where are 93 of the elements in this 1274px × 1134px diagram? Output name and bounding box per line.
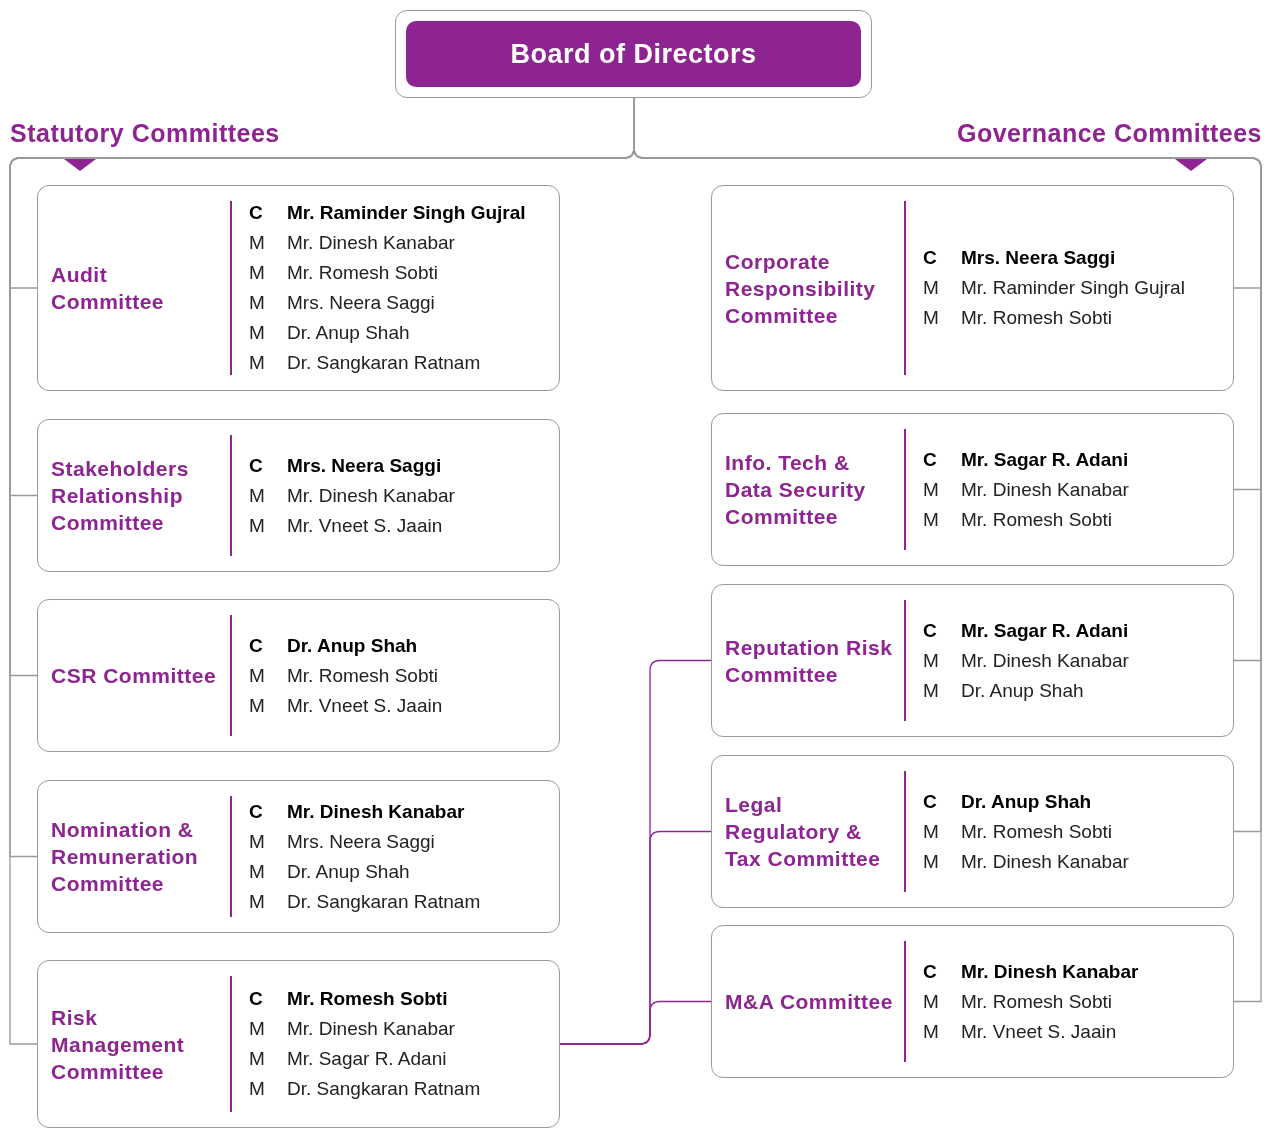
role-letter: C [249,800,264,823]
member-name: Dr. Sangkaran Ratnam [287,1078,481,1100]
committee-card [37,419,560,572]
role-letter: C [923,448,938,471]
role-letter: M [249,1048,266,1070]
member-name: Dr. Anup Shah [287,322,410,344]
committee-card [37,960,560,1128]
member-name: Mr. Sagar R. Adani [961,619,1129,642]
member-name: Mrs. Neera Saggi [287,830,435,853]
member-name: Mr. Romesh Sobti [961,307,1112,329]
role-letter: M [923,820,940,843]
member-name: Dr. Anup Shah [287,860,410,883]
role-letter: C [923,960,938,983]
role-letter: M [249,322,266,344]
member-name: Mr. Vneet S. Jaain [961,1020,1117,1043]
committee-name: M&A Committee [725,989,894,1015]
member-name: Mr. Romesh Sobti [287,988,448,1010]
role-letter: C [249,454,264,477]
role-letter: M [249,292,266,314]
committee-name: Nomination & Remuneration Committee [51,817,200,897]
role-letter: M [923,649,940,672]
member-name: Mr. Romesh Sobti [961,508,1112,531]
role-letter: M [923,679,940,702]
role-letter: M [249,664,266,687]
member-name: Mr. Dinesh Kanabar [287,232,455,254]
role-letter: M [923,850,940,873]
member-name: Dr. Anup Shah [287,634,418,657]
committee-card [711,925,1234,1078]
member-name: Mr. Romesh Sobti [961,990,1112,1013]
committee-card [711,584,1234,737]
role-letter: M [249,262,266,284]
role-letter: C [923,619,938,642]
member-name: Mr. Dinesh Kanabar [287,1018,455,1040]
member-name: Mr. Dinesh Kanabar [287,484,455,507]
member-name: Mr. Romesh Sobti [287,664,438,687]
member-name: Dr. Sangkaran Ratnam [287,352,481,374]
committee-name: Stakeholders Relationship Committee [51,456,190,536]
member-name: Mr. Dinesh Kanabar [961,960,1139,983]
role-letter: M [249,514,266,537]
role-letter: M [249,860,266,883]
member-name: Mrs. Neera Saggi [961,247,1116,269]
member-name: Mr. Dinesh Kanabar [961,478,1129,501]
committee-card [711,755,1234,908]
role-letter: M [923,990,940,1013]
committee-card [37,185,560,391]
committee-name: Audit Committee [51,262,166,315]
role-letter: M [249,1078,266,1100]
role-letter: M [249,1018,266,1040]
role-letter: C [923,247,938,269]
member-name: Mr. Dinesh Kanabar [961,850,1129,873]
committee-card [711,413,1234,566]
member-name: Mr. Romesh Sobti [287,262,438,284]
role-letter: M [923,1020,940,1043]
committee-name: CSR Committee [51,663,218,689]
committee-card [37,780,560,933]
connector-line [559,1000,712,1045]
role-letter: M [249,484,266,507]
role-letter: M [249,352,266,374]
role-letter: C [249,634,264,657]
board-frame [395,10,872,98]
member-name: Mr. Sagar R. Adani [961,448,1129,471]
committee-card [711,185,1234,391]
member-name: Mr. Vneet S. Jaain [287,694,443,717]
member-name: Mr. Raminder Singh Gujral [961,277,1185,299]
member-name: Dr. Sangkaran Ratnam [287,890,481,913]
member-name: Mrs. Neera Saggi [287,454,442,477]
member-name: Dr. Anup Shah [961,790,1092,813]
board-title: Board of Directors [406,21,861,87]
role-letter: M [249,694,266,717]
member-name: Mr. Dinesh Kanabar [961,649,1129,672]
role-letter: M [249,830,266,853]
role-letter: M [923,508,940,531]
role-letter: C [249,988,264,1010]
committee-name: Corporate Responsibility Committee [725,248,877,329]
role-letter: M [923,307,940,329]
committee-name: Info. Tech & Data Security Committee [725,450,867,530]
committee-name: Reputation Risk Committee [725,634,894,688]
role-letter: M [249,232,266,254]
committee-card [37,599,560,752]
member-name: Mrs. Neera Saggi [287,292,435,314]
member-name: Mr. Sagar R. Adani [287,1048,447,1070]
role-letter: M [923,277,940,299]
member-name: Mr. Dinesh Kanabar [287,800,465,823]
committee-name: Risk Management Committee [51,1004,186,1085]
member-name: Mr. Raminder Singh Gujral [287,202,526,224]
role-letter: M [923,478,940,501]
member-name: Mr. Romesh Sobti [961,820,1112,843]
role-letter: M [249,890,266,913]
role-letter: C [923,790,938,813]
member-name: Dr. Anup Shah [961,679,1084,702]
role-letter: C [249,202,264,224]
committee-name: Legal Regulatory & Tax Committee [725,792,882,872]
member-name: Mr. Vneet S. Jaain [287,514,443,537]
